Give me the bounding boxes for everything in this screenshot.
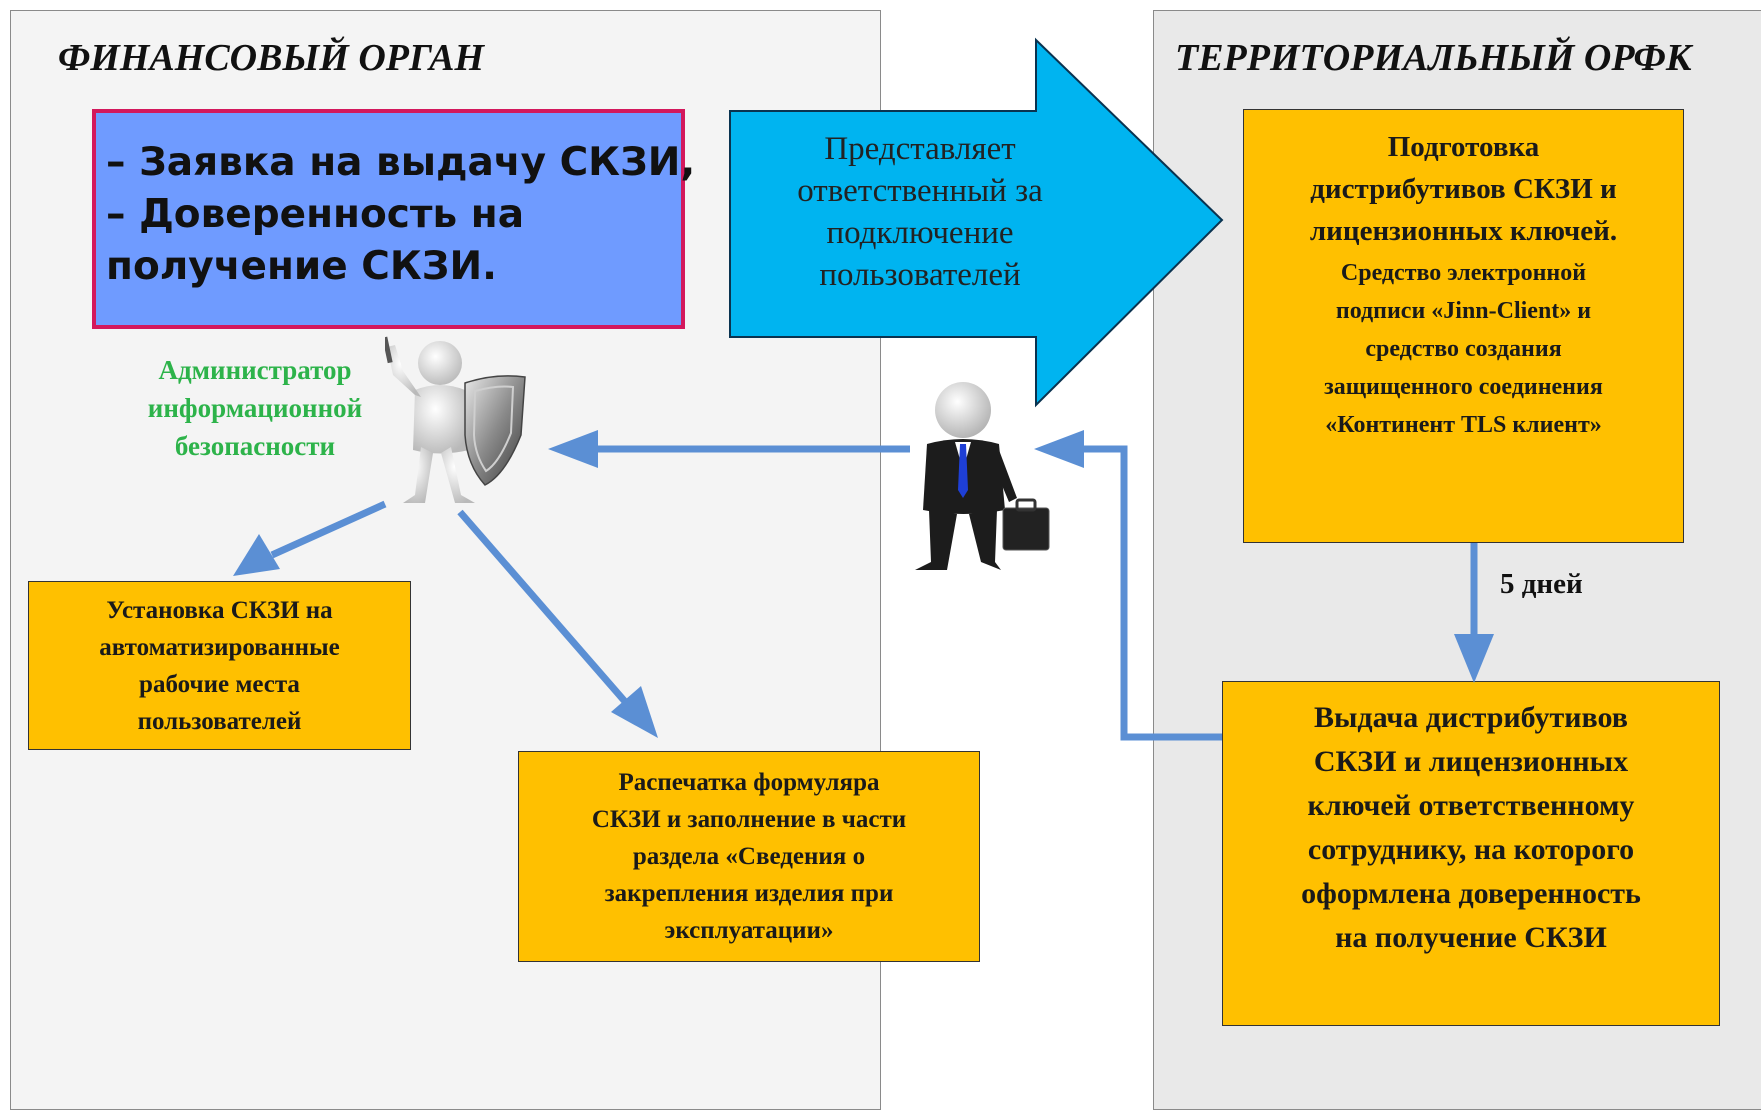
big-arrow-shape	[729, 37, 1224, 408]
admin-to-install-arrowhead	[233, 534, 280, 576]
admin-label: Администратор информационной безопасност…	[147, 355, 363, 461]
request-line: – Доверенность на	[106, 192, 525, 237]
print-form-box: Распечатка формуляра СКЗИ и заполнение в…	[518, 751, 980, 962]
request-line: – Заявка на выдачу СКЗИ,	[106, 140, 696, 185]
admin-to-print-arrowhead	[611, 686, 658, 738]
businessman-with-briefcase-figure-icon	[915, 382, 1050, 570]
request-documents-box: – Заявка на выдачу СКЗИ, – Доверенность …	[92, 109, 696, 329]
financial-body-title: ФИНАНСОВЫЙ ОРГАН	[58, 37, 484, 79]
admin-with-shield-figure-icon	[385, 336, 526, 503]
request-line: получение СКЗИ.	[106, 244, 497, 289]
install-skzi-box: Установка СКЗИ на автоматизированные раб…	[28, 581, 411, 750]
issue-to-courier-arrowhead	[1034, 430, 1084, 468]
issue-to-courier-arrow-line	[1080, 445, 1222, 741]
prep-to-issue-arrowhead	[1454, 634, 1494, 683]
courier-to-admin-arrowhead	[548, 430, 598, 468]
admin-to-install-arrow-line	[270, 500, 387, 559]
prepare-distributions-box: Подготовка дистрибутивов СКЗИ и лицензио…	[1243, 109, 1684, 543]
issue-distributions-box: Выдача дистрибутивов СКЗИ и лицензионных…	[1222, 681, 1720, 1026]
territorial-orfk-title: ТЕРРИТОРИАЛЬНЫЙ ОРФК	[1175, 37, 1692, 79]
admin-to-print-arrow-line	[457, 509, 631, 708]
five-days-label: 5 дней	[1500, 568, 1583, 600]
big-arrow-text: Представляет ответственный за подключени…	[797, 131, 1043, 293]
